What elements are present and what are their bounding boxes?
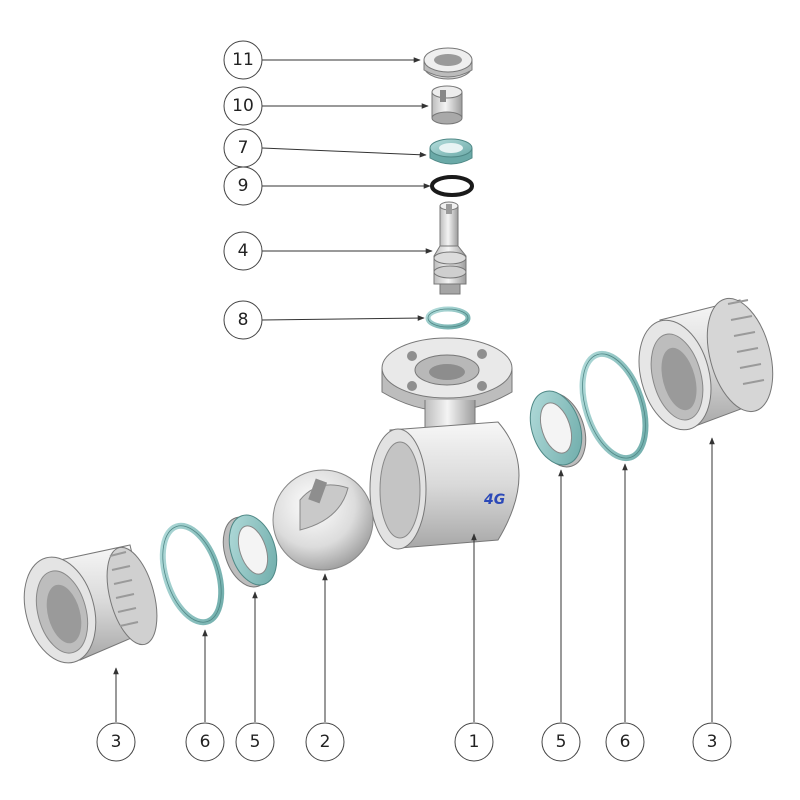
callout-bottom-5-left-label: 5 (250, 732, 261, 752)
callout-9-label: 9 (238, 176, 249, 196)
callout-bottom-2-label: 2 (320, 732, 331, 752)
callout-bottom-5-right-label: 5 (556, 732, 567, 752)
callout-7-label: 7 (238, 138, 249, 158)
callout-bottom-3-right: 3 (692, 722, 732, 762)
callout-bottom-6-left-label: 6 (200, 732, 211, 752)
callout-11: 11 (223, 40, 263, 80)
callout-10: 10 (223, 86, 263, 126)
callout-11-label: 11 (232, 50, 254, 70)
callout-4-label: 4 (238, 241, 249, 261)
right-end-connector-part (638, 297, 774, 431)
callout-10-label: 10 (232, 96, 254, 116)
left-seat-part (222, 514, 278, 588)
callout-bottom-6-left: 6 (185, 722, 225, 762)
callout-bottom-2: 2 (305, 722, 345, 762)
stem-nut-part (423, 47, 473, 80)
right-seat-part (529, 390, 587, 468)
stem-seal-part (429, 138, 473, 165)
leader-7 (261, 147, 427, 158)
callout-bottom-6-right: 6 (605, 722, 645, 762)
callout-bottom-5-right: 5 (541, 722, 581, 762)
callout-4: 4 (223, 231, 263, 271)
o-ring-part (430, 175, 474, 197)
brand-mark: 4G (483, 492, 505, 508)
callout-bottom-1: 1 (454, 722, 494, 762)
stem-part (433, 201, 467, 295)
callout-bottom-3-left-label: 3 (111, 732, 122, 752)
left-end-connector-part (23, 544, 158, 664)
stem-bushing-part (431, 85, 463, 125)
leader-8 (261, 315, 425, 321)
callout-bottom-6-right-label: 6 (620, 732, 631, 752)
ball-part (272, 469, 374, 571)
callout-7: 7 (223, 128, 263, 168)
leader-lines (113, 57, 715, 722)
valve-body-part: 4G (369, 337, 520, 550)
callout-bottom-3-right-label: 3 (707, 732, 718, 752)
callout-9: 9 (223, 166, 263, 206)
callout-bottom-1-label: 1 (469, 732, 480, 752)
stem-washer-part (425, 306, 471, 330)
callout-8-label: 8 (238, 310, 249, 330)
right-gasket-part (579, 350, 649, 462)
callout-8: 8 (223, 300, 263, 340)
left-gasket-part (159, 522, 225, 626)
callout-bottom-3-left: 3 (96, 722, 136, 762)
callout-bottom-5-left: 5 (235, 722, 275, 762)
